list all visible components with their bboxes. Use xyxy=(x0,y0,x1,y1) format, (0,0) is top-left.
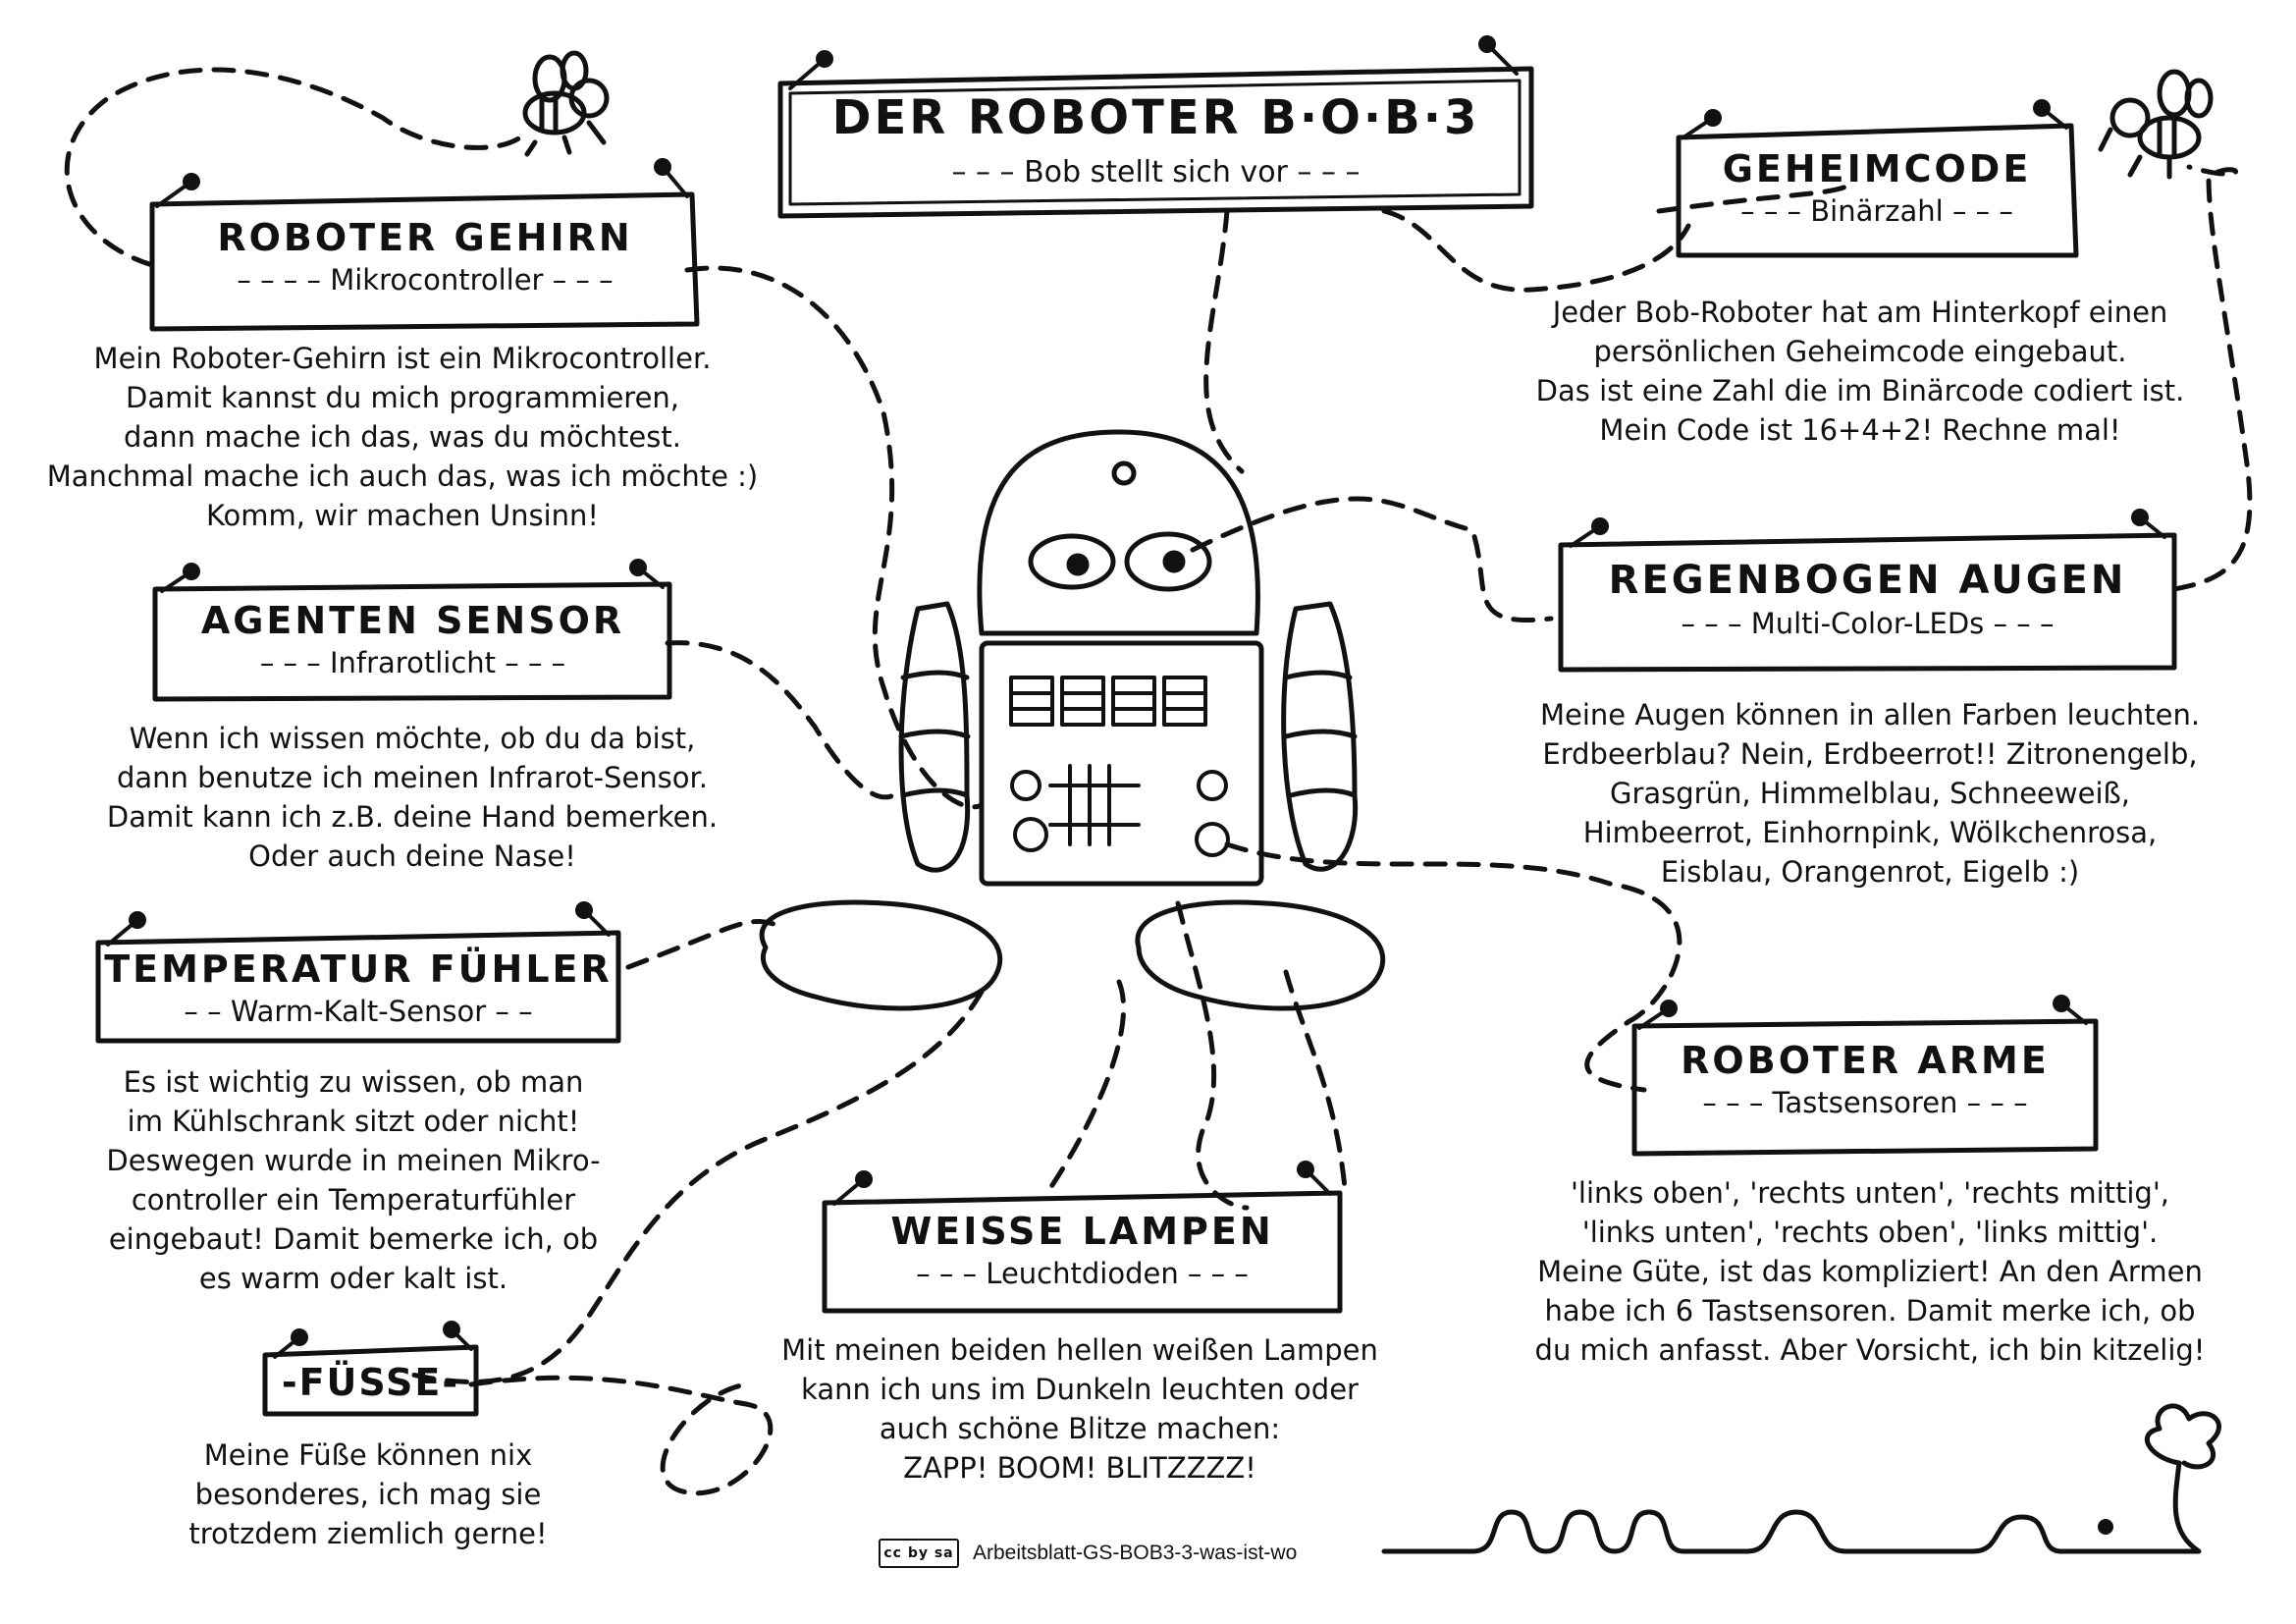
sign-subtitle: – – – Multi-Color-LEDs – – – xyxy=(1681,607,2055,640)
sign-subtitle: – – – Binärzahl – – – xyxy=(1740,194,2013,228)
sign-geheimcode: Geheimcode – – – Binärzahl – – – xyxy=(1681,147,2073,228)
sign-temperatur-fuehler: Temperatur Fühler – – Warm-Kalt-Sensor –… xyxy=(98,947,618,1028)
sign-subtitle: – – Warm-Kalt-Sensor – – xyxy=(184,995,533,1028)
footer: cc by sa Arbeitsblatt-GS-BOB3-3-was-ist-… xyxy=(879,1539,1297,1568)
paragraph-fuesse: Meine Füße können nix besonderes, ich ma… xyxy=(188,1438,548,1550)
sign-regenbogen-augen: Regenbogen Augen – – – Multi-Color-LEDs … xyxy=(1561,558,2174,640)
dashed-connectors xyxy=(64,67,2253,1496)
bee-illustration-right xyxy=(2098,69,2214,180)
sign-subtitle: – – – Infrarotlicht – – – xyxy=(259,646,566,679)
sign-title: Roboter Gehirn xyxy=(217,216,633,259)
bee-illustration-left xyxy=(522,50,610,157)
sign-subtitle: – – – Tastsensoren – – – xyxy=(1702,1086,2028,1119)
paragraph-lampen: Mit meinen beiden hellen weißen Lampen k… xyxy=(781,1333,1378,1485)
paragraph-temperatur: Es ist wichtig zu wissen, ob man im Kühl… xyxy=(106,1065,601,1295)
sign-fuesse: -Füße- xyxy=(265,1361,476,1404)
paragraph-agenten: Wenn ich wissen möchte, ob du da bist, d… xyxy=(106,722,719,873)
pins xyxy=(106,42,2166,1359)
sign-subtitle: – – – – Mikrocontroller – – – xyxy=(237,263,614,297)
sign-title: -Füße- xyxy=(281,1361,460,1404)
signboard-frames xyxy=(95,66,2177,1417)
paragraph-augen: Meine Augen können in allen Farben leuch… xyxy=(1539,698,2201,889)
robot-illustration xyxy=(759,429,1386,1011)
paragraph-arme: 'links oben', 'rechts unten', 'rechts mi… xyxy=(1534,1176,2206,1367)
sign-title: Roboter Arme xyxy=(1681,1039,2050,1082)
sign-title: Agenten Sensor xyxy=(200,599,625,642)
sign-agenten-sensor: Agenten Sensor – – – Infrarotlicht – – – xyxy=(155,599,670,679)
sign-weisse-lampen: Weiße Lampen – – – Leuchtdioden – – – xyxy=(825,1210,1340,1290)
footer-filename: Arbeitsblatt-GS-BOB3-3-was-ist-wo xyxy=(973,1542,1298,1564)
sign-roboter-gehirn: Roboter Gehirn – – – – Mikrocontroller –… xyxy=(155,216,695,297)
paragraph-gehirn: Mein Roboter-Gehirn ist ein Mikrocontrol… xyxy=(46,342,759,532)
page-subtitle: – – – Bob stellt sich vor – – – xyxy=(951,155,1361,189)
page-title: Der Roboter B·O·B·3 xyxy=(831,90,1480,145)
grass-doodle xyxy=(1381,1403,2221,1554)
sign-roboter-arme: Roboter Arme – – – Tastsensoren – – – xyxy=(1634,1039,2096,1119)
sign-title: Weiße Lampen xyxy=(890,1210,1274,1253)
cc-license-badge: cc by sa xyxy=(879,1539,959,1568)
sign-title: Temperatur Fühler xyxy=(104,947,613,991)
paragraph-geheimcode: Jeder Bob-Roboter hat am Hinterkopf eine… xyxy=(1535,296,2185,447)
sign-title: Regenbogen Augen xyxy=(1608,558,2127,603)
sign-subtitle: – – – Leuchtdioden – – – xyxy=(916,1257,1249,1290)
sign-title: Geheimcode xyxy=(1722,147,2032,190)
title-sign: Der Roboter B·O·B·3 – – – Bob stellt sic… xyxy=(785,90,1526,189)
